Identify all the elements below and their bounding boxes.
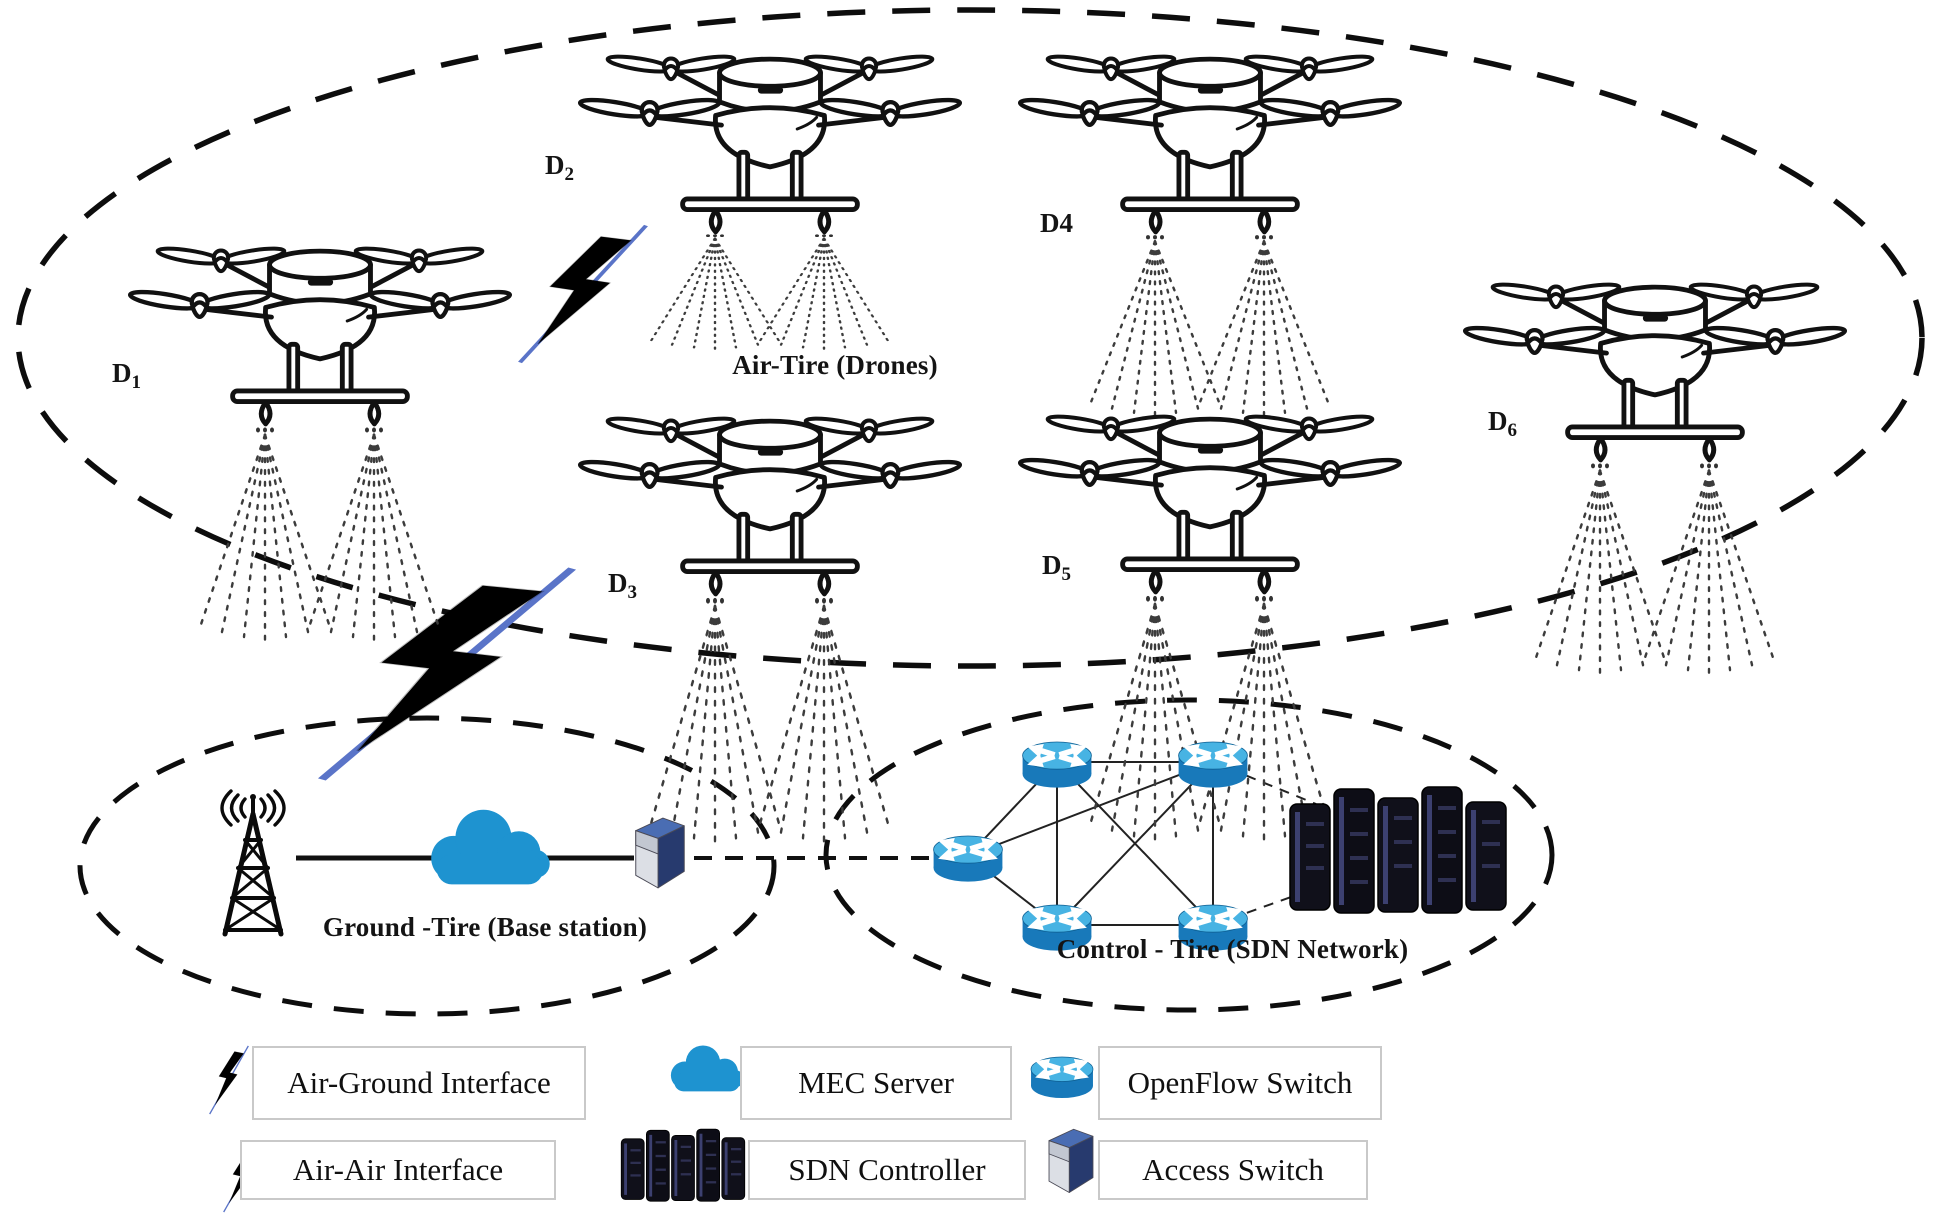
legend-label-air-ground: Air-Ground Interface — [252, 1046, 586, 1120]
control-tier-label: Control - Tire (SDN Network) — [1056, 934, 1409, 964]
drone-label-d2: D2 — [545, 150, 574, 185]
ground-tier-label: Ground -Tire (Base station) — [322, 912, 648, 942]
network-architecture-figure: { "air_tier": { "label": "Air-Tire (Dron… — [0, 7, 1940, 1213]
access-switch-legend-icon — [1048, 1128, 1094, 1193]
mec-server-cloud-icon — [431, 809, 550, 885]
quadcopter-icon — [595, 30, 945, 229]
drone-d6 — [1480, 258, 1830, 688]
openflow-switch-icon — [1017, 732, 1097, 792]
sdn-controller-rack-icon — [1289, 786, 1507, 914]
drone-d3 — [595, 392, 945, 852]
drone-label-d3: D3 — [608, 568, 637, 603]
spray-fan-icon — [758, 233, 890, 351]
legend: Air-Ground Interface Air-Air Interface M… — [0, 1010, 1940, 1213]
quadcopter-icon — [1035, 30, 1385, 229]
openflow-switch-icon — [1173, 732, 1253, 792]
legend-label-mec: MEC Server — [740, 1046, 1012, 1120]
drone-d4 — [1035, 30, 1385, 430]
sdn-controller-legend-icon — [620, 1128, 746, 1202]
control-tier-boundary — [823, 697, 1555, 1013]
access-switch-icon — [635, 817, 685, 889]
openflow-switch-legend-icon — [1026, 1048, 1098, 1102]
base-station-antenna-icon — [208, 788, 298, 938]
legend-label-sdn: SDN Controller — [748, 1140, 1026, 1200]
drone-d1 — [145, 222, 495, 652]
quadcopter-icon — [595, 392, 945, 591]
air-tier-label: Air-Tire (Drones) — [732, 350, 938, 380]
quadcopter-icon — [145, 222, 495, 421]
spray-fan-icon — [308, 425, 440, 641]
drone-label-d1: D1 — [112, 358, 141, 393]
legend-label-access: Access Switch — [1098, 1140, 1368, 1200]
mec-server-legend-icon — [670, 1045, 744, 1092]
legend-label-openflow: OpenFlow Switch — [1098, 1046, 1382, 1120]
ground-tier-boundary — [77, 715, 777, 1017]
drone-label-d6: D6 — [1488, 406, 1517, 441]
air-tier-boundary — [15, 7, 1925, 669]
air-ground-interface-legend-icon — [208, 1045, 250, 1115]
drone-d2 — [595, 30, 945, 360]
openflow-switch-icon — [928, 826, 1008, 886]
quadcopter-icon — [1035, 390, 1385, 589]
drone-label-d5: D5 — [1042, 550, 1071, 585]
spray-fan-icon — [1643, 461, 1775, 674]
quadcopter-icon — [1480, 258, 1830, 457]
drone-label-d4: D4 — [1040, 208, 1073, 238]
spray-fan-icon — [758, 596, 890, 843]
legend-label-air-air: Air-Air Interface — [240, 1140, 556, 1200]
